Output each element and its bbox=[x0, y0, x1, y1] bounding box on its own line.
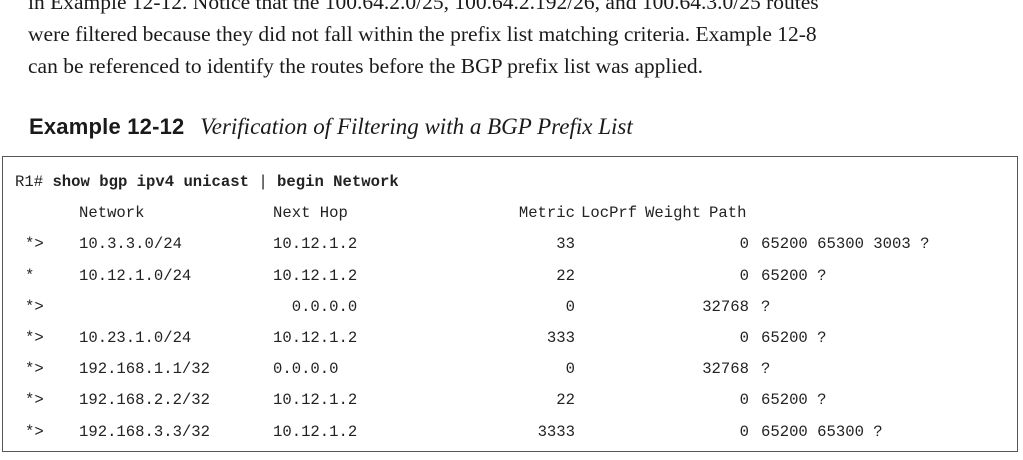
route-metric: 22 bbox=[556, 391, 575, 410]
example-label: Example 12-12 bbox=[29, 114, 185, 139]
route-next-hop: 10.12.1.2 bbox=[273, 422, 358, 441]
route-metric: 3333 bbox=[537, 422, 575, 441]
code-listing: R1# show bgp ipv4 unicast | begin Networ… bbox=[15, 173, 929, 454]
route-network: 10.12.1.0/24 bbox=[79, 266, 192, 285]
header-network: Network bbox=[79, 204, 145, 223]
route-status: *> bbox=[25, 391, 44, 410]
route-weight: 0 bbox=[739, 328, 749, 347]
route-path: 65200 ? bbox=[761, 391, 827, 410]
route-status: * bbox=[25, 266, 35, 285]
route-network: 192.168.3.3/32 bbox=[79, 422, 211, 441]
table-row: *> 10.23.1.0/24 10.12.1.2 333 0 65200 ? bbox=[15, 328, 827, 360]
intro-paragraph: in Example 12-12. Notice that the 100.64… bbox=[0, 0, 1010, 82]
route-next-hop: 10.12.1.2 bbox=[273, 266, 358, 285]
command-text-1: show bgp ipv4 unicast bbox=[52, 173, 249, 191]
route-status: *> bbox=[25, 297, 44, 316]
command-text-2: begin Network bbox=[277, 173, 399, 191]
example-caption: Example 12-12 Verification of Filtering … bbox=[29, 112, 633, 142]
route-weight: 0 bbox=[739, 235, 749, 254]
route-next-hop: 0.0.0.0 bbox=[273, 360, 339, 379]
code-listing-box: R1# show bgp ipv4 unicast | begin Networ… bbox=[2, 156, 1018, 452]
route-next-hop: 10.12.1.2 bbox=[273, 235, 358, 254]
route-next-hop: 0.0.0.0 bbox=[273, 297, 358, 316]
route-weight: 0 bbox=[739, 422, 749, 441]
intro-line-3: can be referenced to identify the routes… bbox=[28, 54, 704, 78]
table-row: *> 192.168.1.1/32 0.0.0.0 0 32768? bbox=[15, 360, 770, 391]
intro-line-2: were filtered because they did not fall … bbox=[28, 22, 817, 46]
table-row: *> 10.3.3.0/24 10.12.1.2 33 0 65200 65300 300… bbox=[15, 235, 929, 266]
route-path: ? bbox=[761, 360, 771, 379]
route-status: *> bbox=[25, 422, 44, 441]
route-network: 192.168.2.2/32 bbox=[79, 391, 211, 410]
route-path: 65200 65300 3003 ? bbox=[761, 235, 930, 254]
example-title: Verification of Filtering with a BGP Pre… bbox=[200, 114, 633, 139]
route-rows: *> 10.3.3.0/24 10.12.1.2 33 0 65200 65300 300… bbox=[15, 235, 929, 454]
route-status: *> bbox=[25, 360, 44, 379]
table-row: *> 192.168.3.3/32 10.12.1.2 3333 0 65200 6530… bbox=[15, 422, 883, 454]
table-header-row: Network Next Hop Metric LocPrf Weight Pa… bbox=[15, 204, 746, 235]
table-row: *> 0.0.0.0 0 32768? bbox=[15, 297, 770, 329]
command-line: R1# show bgp ipv4 unicast | begin Networ… bbox=[15, 173, 399, 204]
route-next-hop: 10.12.1.2 bbox=[273, 391, 358, 410]
command-pipe: | bbox=[258, 173, 268, 191]
route-path: 65200 65300 ? bbox=[761, 422, 883, 441]
route-network: 10.23.1.0/24 bbox=[79, 328, 192, 347]
route-weight: 0 bbox=[739, 391, 749, 410]
route-weight: 0 bbox=[739, 266, 749, 285]
header-path: Path bbox=[709, 204, 747, 223]
header-locprf: LocPrf bbox=[581, 204, 638, 223]
header-weight: Weight bbox=[645, 204, 702, 223]
table-row: * 10.12.1.0/24 10.12.1.2 22 0 65200 ? bbox=[15, 266, 827, 298]
route-path: ? bbox=[761, 297, 771, 316]
cli-prompt: R1# bbox=[15, 173, 44, 191]
intro-line-1: in Example 12-12. Notice that the 100.64… bbox=[28, 0, 819, 14]
route-path: 65200 ? bbox=[761, 266, 827, 285]
route-network: 192.168.1.1/32 bbox=[79, 360, 211, 379]
route-network: 10.3.3.0/24 bbox=[79, 235, 182, 254]
header-metric: Metric bbox=[518, 204, 575, 223]
route-status: *> bbox=[25, 235, 44, 254]
route-path: 65200 ? bbox=[761, 328, 827, 347]
route-metric: 333 bbox=[546, 328, 575, 347]
route-metric: 33 bbox=[556, 235, 575, 254]
header-next-hop: Next Hop bbox=[273, 204, 348, 223]
route-metric: 0 bbox=[565, 297, 575, 316]
route-weight: 32768 bbox=[702, 360, 749, 379]
route-next-hop: 10.12.1.2 bbox=[273, 328, 358, 347]
route-status: *> bbox=[25, 328, 44, 347]
route-metric: 0 bbox=[565, 360, 575, 379]
table-row: *> 192.168.2.2/32 10.12.1.2 22 0 65200 ? bbox=[15, 391, 827, 422]
route-metric: 22 bbox=[556, 266, 575, 285]
route-weight: 32768 bbox=[702, 297, 749, 316]
